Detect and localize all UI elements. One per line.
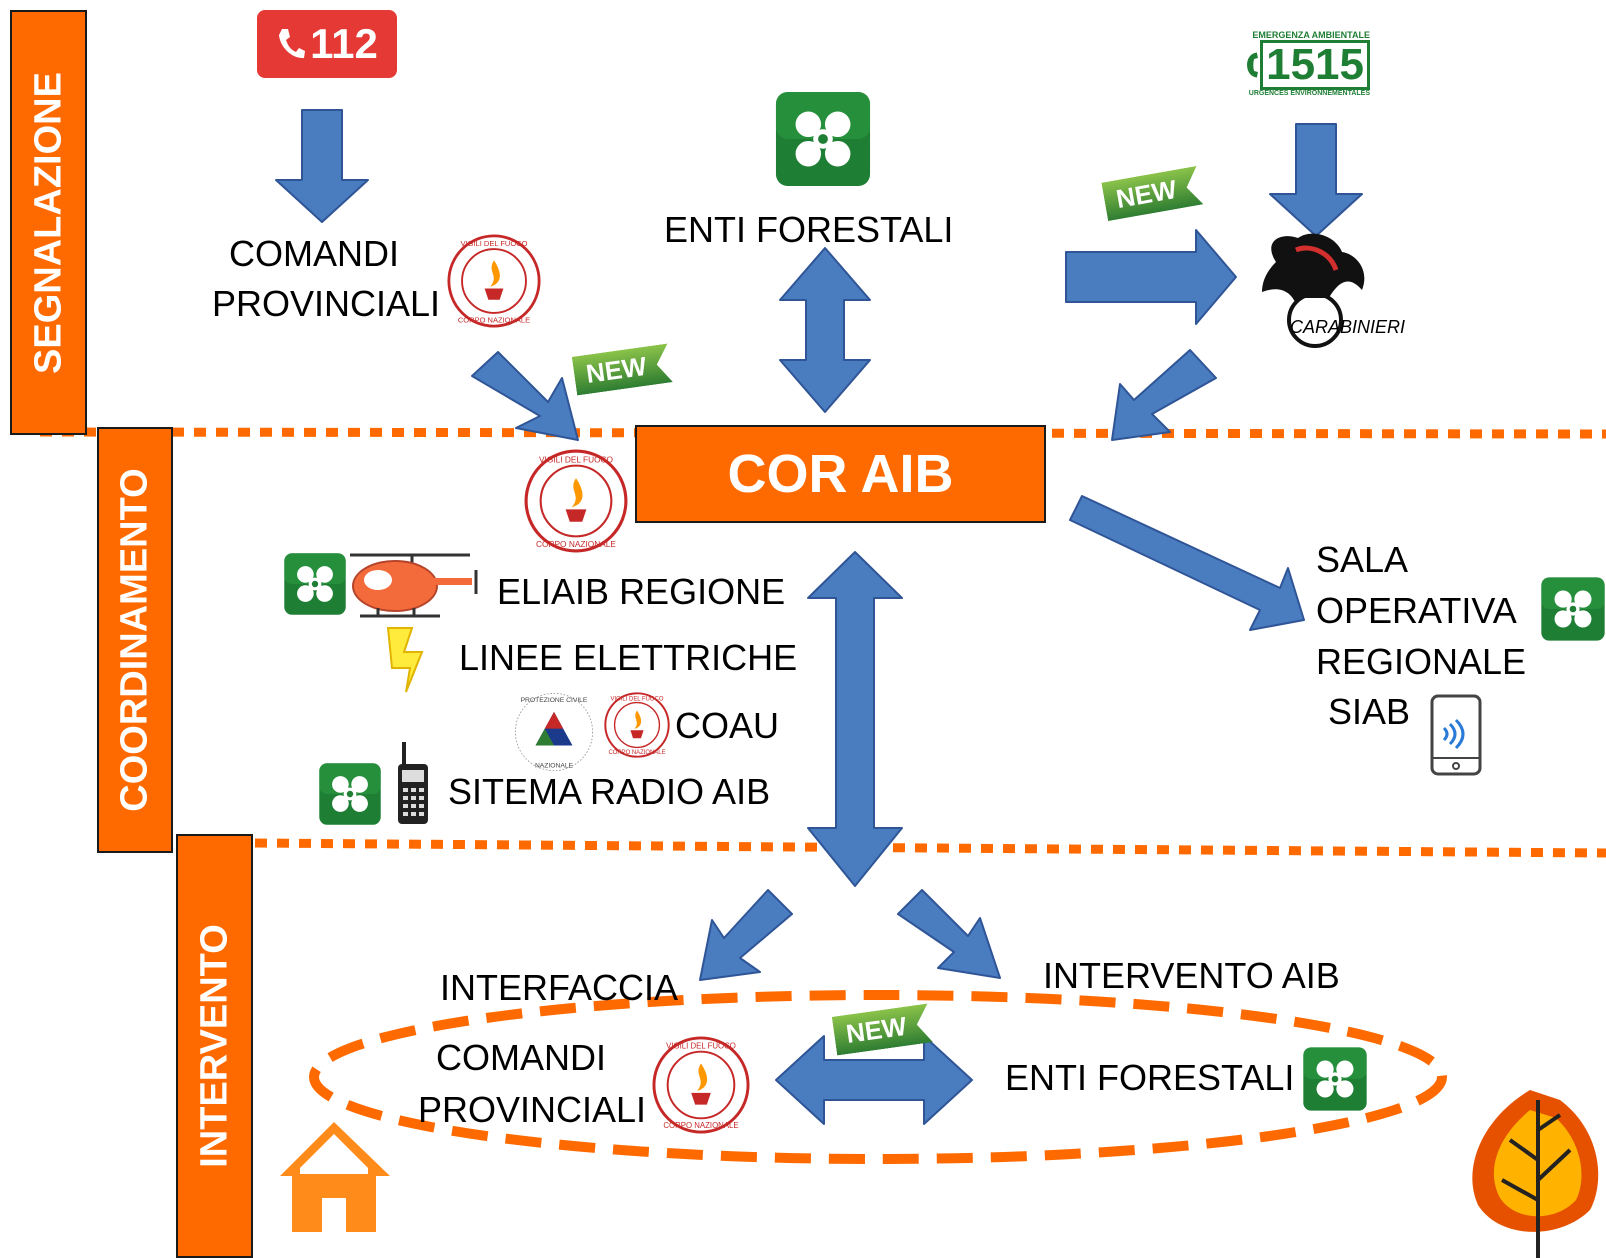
helicopter-icon xyxy=(350,553,478,618)
lightning-icon xyxy=(386,627,424,693)
phone-icon xyxy=(279,29,306,59)
coord-sala-line1: SALA xyxy=(1316,539,1409,580)
protezione-civile-icon: PROTEZIONE CIVILE NAZIONALE xyxy=(514,692,594,772)
burning-tree-icon xyxy=(1472,1090,1599,1258)
vvf-bottom-text: CORPO NAZIONALE xyxy=(608,750,665,756)
coord-linee-elettriche: LINEE ELETTRICHE xyxy=(459,637,798,678)
emergency-1515-number: 1515 xyxy=(1260,40,1370,90)
intervention-interfaccia: INTERFACCIA xyxy=(440,967,679,1008)
vvf-top-text: VIGILI DEL FUOCO xyxy=(539,455,614,465)
phone-icon xyxy=(1247,52,1258,78)
env-emergency-top: EMERGENZA AMBIENTALE xyxy=(1252,30,1370,40)
phase-intervento-label: INTERVENTO xyxy=(193,924,235,1168)
regione-lombardia-icon xyxy=(1541,577,1605,641)
house-icon xyxy=(280,1122,390,1232)
regione-lombardia-icon xyxy=(775,91,871,187)
tablet-icon xyxy=(1430,694,1482,776)
arrow-carabinieri-to-cor xyxy=(1111,349,1217,441)
intervention-enti-forestali: ENTI FORESTALI xyxy=(1005,1057,1295,1098)
cor-aib-title: COR AIB xyxy=(727,444,954,504)
coord-coau: COAU xyxy=(675,705,780,746)
arrow-comandi-to-cor xyxy=(471,351,579,441)
phase-coordinamento: COORDINAMENTO xyxy=(97,427,173,853)
emergency-112-number: 112 xyxy=(310,20,378,67)
phase-coordinamento-label: COORDINAMENTO xyxy=(113,468,156,812)
emergency-112-badge: 112 xyxy=(257,10,397,78)
protezione-top-text: PROTEZIONE CIVILE xyxy=(521,697,588,704)
phase-segnalazione-label: SEGNALAZIONE xyxy=(27,71,69,374)
vigili-fuoco-icon: VIGILI DEL FUOCO CORPO NAZIONALE xyxy=(524,449,628,553)
vvf-bottom-text: CORPO NAZIONALE xyxy=(458,315,530,324)
coord-radio-aib: SITEMA RADIO AIB xyxy=(448,771,771,812)
arrow-1515-down xyxy=(1269,123,1363,237)
intervention-ellipse xyxy=(309,990,1447,1164)
signal-comandi-line1: COMANDI xyxy=(229,233,399,274)
vvf-bottom-text: CORPO NAZIONALE xyxy=(663,1121,738,1130)
arrow-to-carabinieri xyxy=(1065,229,1237,325)
intervention-intervento-aib: INTERVENTO AIB xyxy=(1043,955,1340,996)
arrow-enti-forestali-bidirectional xyxy=(779,247,871,413)
phase-segnalazione: SEGNALAZIONE xyxy=(10,10,87,435)
arrow-cor-intervention-bidirectional xyxy=(807,551,903,887)
coord-sala-line3: REGIONALE xyxy=(1316,641,1527,682)
arrow-to-intervento-aib xyxy=(897,889,1001,979)
signal-enti-forestali: ENTI FORESTALI xyxy=(664,209,954,250)
vvf-top-text: VIGILI DEL FUOCO xyxy=(611,697,664,703)
regione-lombardia-icon xyxy=(319,763,381,825)
arrow-to-interfaccia xyxy=(699,889,793,981)
coord-eliaib: ELIAIB REGIONE xyxy=(497,571,786,612)
arrow-comandi-enti-bidirectional xyxy=(775,1035,973,1125)
vigili-fuoco-icon: VIGILI DEL FUOCO CORPO NAZIONALE xyxy=(652,1036,750,1134)
intervention-comandi-line2: PROVINCIALI xyxy=(418,1089,647,1130)
carabinieri-label: CARABINIERI xyxy=(1290,317,1406,337)
cor-aib-box: COR AIB xyxy=(635,425,1046,523)
arrow-cor-to-sala xyxy=(1069,495,1305,631)
separator-signal-coord xyxy=(39,427,1606,439)
coord-siab: SIAB xyxy=(1328,691,1411,732)
arrow-112-down xyxy=(275,109,369,223)
protezione-bottom-text: NAZIONALE xyxy=(535,762,574,769)
coord-sala-line2: OPERATIVA xyxy=(1316,590,1517,631)
phase-intervento: INTERVENTO xyxy=(176,834,253,1258)
regione-lombardia-icon xyxy=(1303,1047,1367,1111)
carabinieri-icon xyxy=(1262,233,1365,348)
signal-comandi-line2: PROVINCIALI xyxy=(212,283,441,324)
vvf-top-text: VIGILI DEL FUOCO xyxy=(666,1042,736,1051)
env-emergency-bottom: URGENCES ENVIRONNEMENTALES xyxy=(1248,90,1370,97)
intervention-comandi-line1: COMANDI xyxy=(436,1037,606,1078)
vvf-top-text: VIGILI DEL FUOCO xyxy=(461,239,528,248)
separator-coord-intervention xyxy=(254,838,1606,858)
radio-icon xyxy=(398,742,428,824)
regione-lombardia-icon xyxy=(284,553,346,615)
vigili-fuoco-icon: VIGILI DEL FUOCO CORPO NAZIONALE xyxy=(447,234,541,328)
vvf-bottom-text: CORPO NAZIONALE xyxy=(536,539,616,549)
vigili-fuoco-icon: VIGILI DEL FUOCO CORPO NAZIONALE xyxy=(604,692,670,758)
emergency-1515-badge: EMERGENZA AMBIENTALE 1515 URGENCES ENVIR… xyxy=(1246,30,1370,110)
